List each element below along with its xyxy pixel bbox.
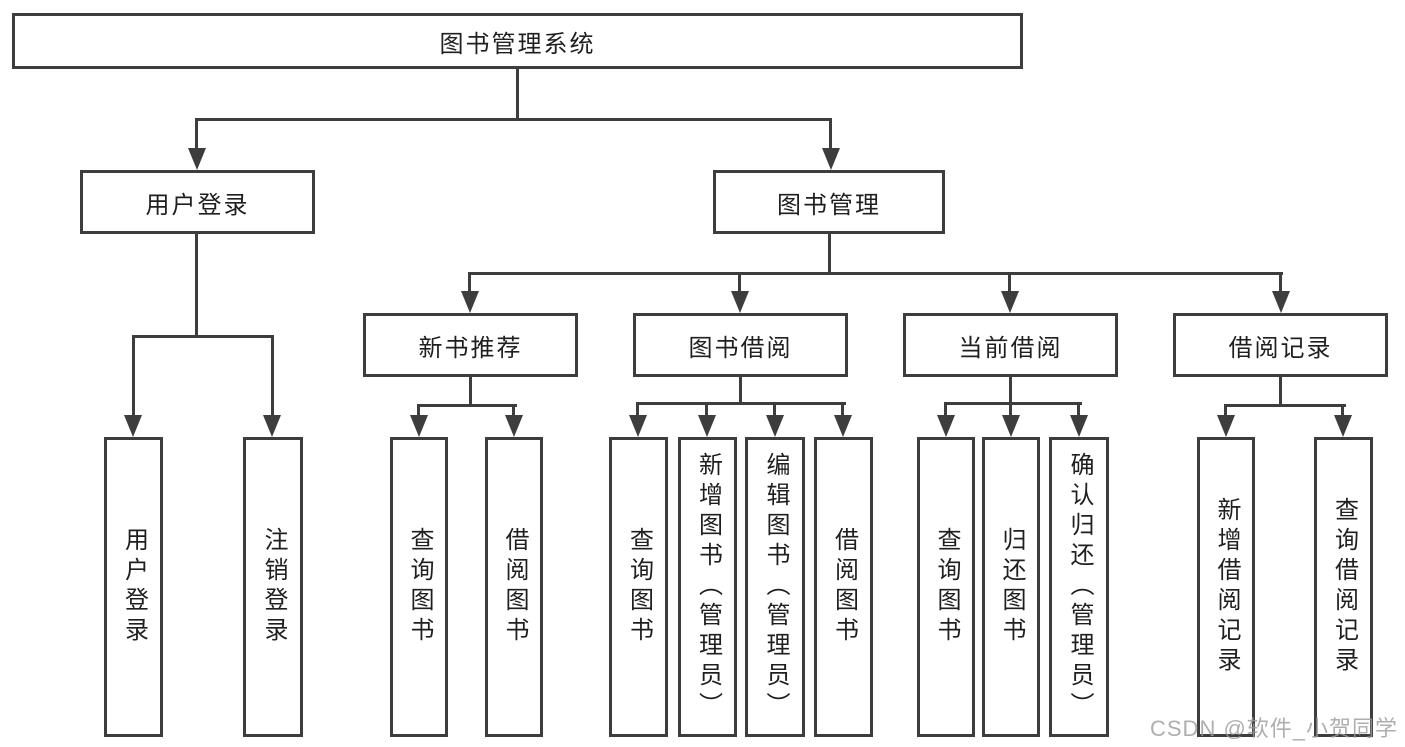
leaf-query-borrow-record: 查询借阅记录 (1314, 437, 1373, 737)
leaf-borrow-books-recommend: 借阅图书 (485, 437, 543, 737)
connector-vline (1224, 404, 1227, 417)
arrowhead-down (505, 415, 523, 437)
node-book-borrow-label: 图书借阅 (688, 334, 793, 362)
leaf-query-books-current: 查询图书 (917, 437, 975, 737)
node-root: 图书管理系统 (12, 13, 1023, 69)
connector-vline (841, 402, 844, 417)
connector-vline (469, 377, 472, 407)
leaf-borrow-books-label: 借阅图书 (830, 527, 858, 647)
leaf-edit-book-admin: 编辑图书（管理员） (745, 437, 805, 737)
connector-vline (773, 402, 776, 417)
node-user-login: 用户登录 (80, 170, 315, 234)
connector-vline (1009, 377, 1012, 405)
arrowhead-down (937, 415, 955, 437)
arrowhead-down (1002, 415, 1020, 437)
connector-vline (738, 272, 741, 293)
leaf-query-books-recommend: 查询图书 (390, 437, 448, 737)
arrowhead-down (1334, 415, 1352, 437)
csdn-watermark: CSDN @软件_小贺同学 (1150, 716, 1399, 741)
node-user-login-label: 用户登录 (145, 191, 250, 219)
connector-hline (132, 335, 274, 338)
leaf-return-book: 归还图书 (982, 437, 1040, 737)
connector-hline (944, 402, 1082, 405)
arrowhead-down (461, 291, 479, 313)
connector-vline (516, 69, 519, 119)
connector-vline (1341, 404, 1344, 417)
node-new-book-recommend: 新书推荐 (363, 313, 578, 377)
connector-hline (636, 402, 846, 405)
connector-hline (195, 118, 832, 121)
connector-vline (739, 377, 742, 405)
arrowhead-down (410, 415, 428, 437)
connector-hline (1224, 404, 1346, 407)
connector-vline (1279, 272, 1282, 293)
node-current-borrow-label: 当前借阅 (958, 334, 1063, 362)
leaf-user-login-label: 用户登录 (120, 527, 148, 647)
connector-hline (417, 404, 517, 407)
node-book-borrow: 图书借阅 (633, 313, 848, 377)
leaf-query-books-recommend-label: 查询图书 (406, 527, 433, 647)
node-borrow-records: 借阅记录 (1173, 313, 1388, 377)
connector-vline (828, 234, 831, 274)
arrowhead-down (124, 415, 142, 437)
connector-hline (468, 272, 1283, 275)
arrowhead-down (263, 415, 281, 437)
node-book-management: 图书管理 (713, 170, 945, 234)
connector-vline (636, 402, 639, 417)
connector-vline (829, 118, 832, 151)
leaf-add-borrow-record-label: 新增借阅记录 (1213, 497, 1240, 677)
leaf-add-book-admin: 新增图书（管理员） (678, 437, 737, 737)
arrowhead-down (1217, 415, 1235, 437)
connector-vline (132, 335, 135, 417)
leaf-query-borrow-record-label: 查询借阅记录 (1330, 497, 1358, 677)
arrowhead-down (188, 148, 206, 170)
leaf-borrow-books: 借阅图书 (814, 437, 873, 737)
arrowhead-down (834, 415, 852, 437)
node-root-label: 图书管理系统 (439, 30, 596, 58)
leaf-confirm-return-admin-label: 确认归还（管理员） (1066, 452, 1093, 722)
leaf-user-login: 用户登录 (104, 437, 163, 737)
leaf-add-book-admin-label: 新增图书（管理员） (694, 452, 722, 722)
arrowhead-down (1001, 291, 1019, 313)
leaf-borrow-books-recommend-label: 借阅图书 (501, 527, 528, 647)
arrowhead-down (1272, 291, 1290, 313)
connector-vline (417, 404, 420, 417)
arrowhead-down (822, 148, 840, 170)
arrowhead-down (698, 415, 716, 437)
connector-vline (1008, 272, 1011, 293)
leaf-return-book-label: 归还图书 (998, 527, 1025, 647)
connector-vline (512, 404, 515, 417)
leaf-confirm-return-admin: 确认归还（管理员） (1049, 437, 1109, 737)
connector-vline (1009, 402, 1012, 417)
leaf-query-books-current-label: 查询图书 (933, 527, 960, 647)
connector-vline (468, 272, 471, 293)
leaf-add-borrow-record: 新增借阅记录 (1197, 437, 1255, 737)
node-new-book-recommend-label: 新书推荐 (418, 334, 523, 362)
connector-vline (1279, 377, 1282, 407)
node-borrow-records-label: 借阅记录 (1228, 334, 1333, 362)
node-book-management-label: 图书管理 (777, 191, 881, 219)
leaf-logout-label: 注销登录 (260, 527, 287, 647)
arrowhead-down (629, 415, 647, 437)
node-current-borrow: 当前借阅 (903, 313, 1118, 377)
leaf-logout: 注销登录 (243, 437, 303, 737)
connector-vline (195, 118, 198, 151)
connector-vline (944, 402, 947, 417)
leaf-edit-book-admin-label: 编辑图书（管理员） (762, 452, 789, 722)
arrowhead-down (766, 415, 784, 437)
connector-vline (195, 234, 198, 336)
connector-vline (705, 402, 708, 417)
connector-vline (271, 335, 274, 417)
leaf-query-books-borrow: 查询图书 (609, 437, 668, 737)
connector-vline (1077, 402, 1080, 417)
arrowhead-down (731, 291, 749, 313)
arrowhead-down (1070, 415, 1088, 437)
leaf-query-books-borrow-label: 查询图书 (625, 527, 653, 647)
